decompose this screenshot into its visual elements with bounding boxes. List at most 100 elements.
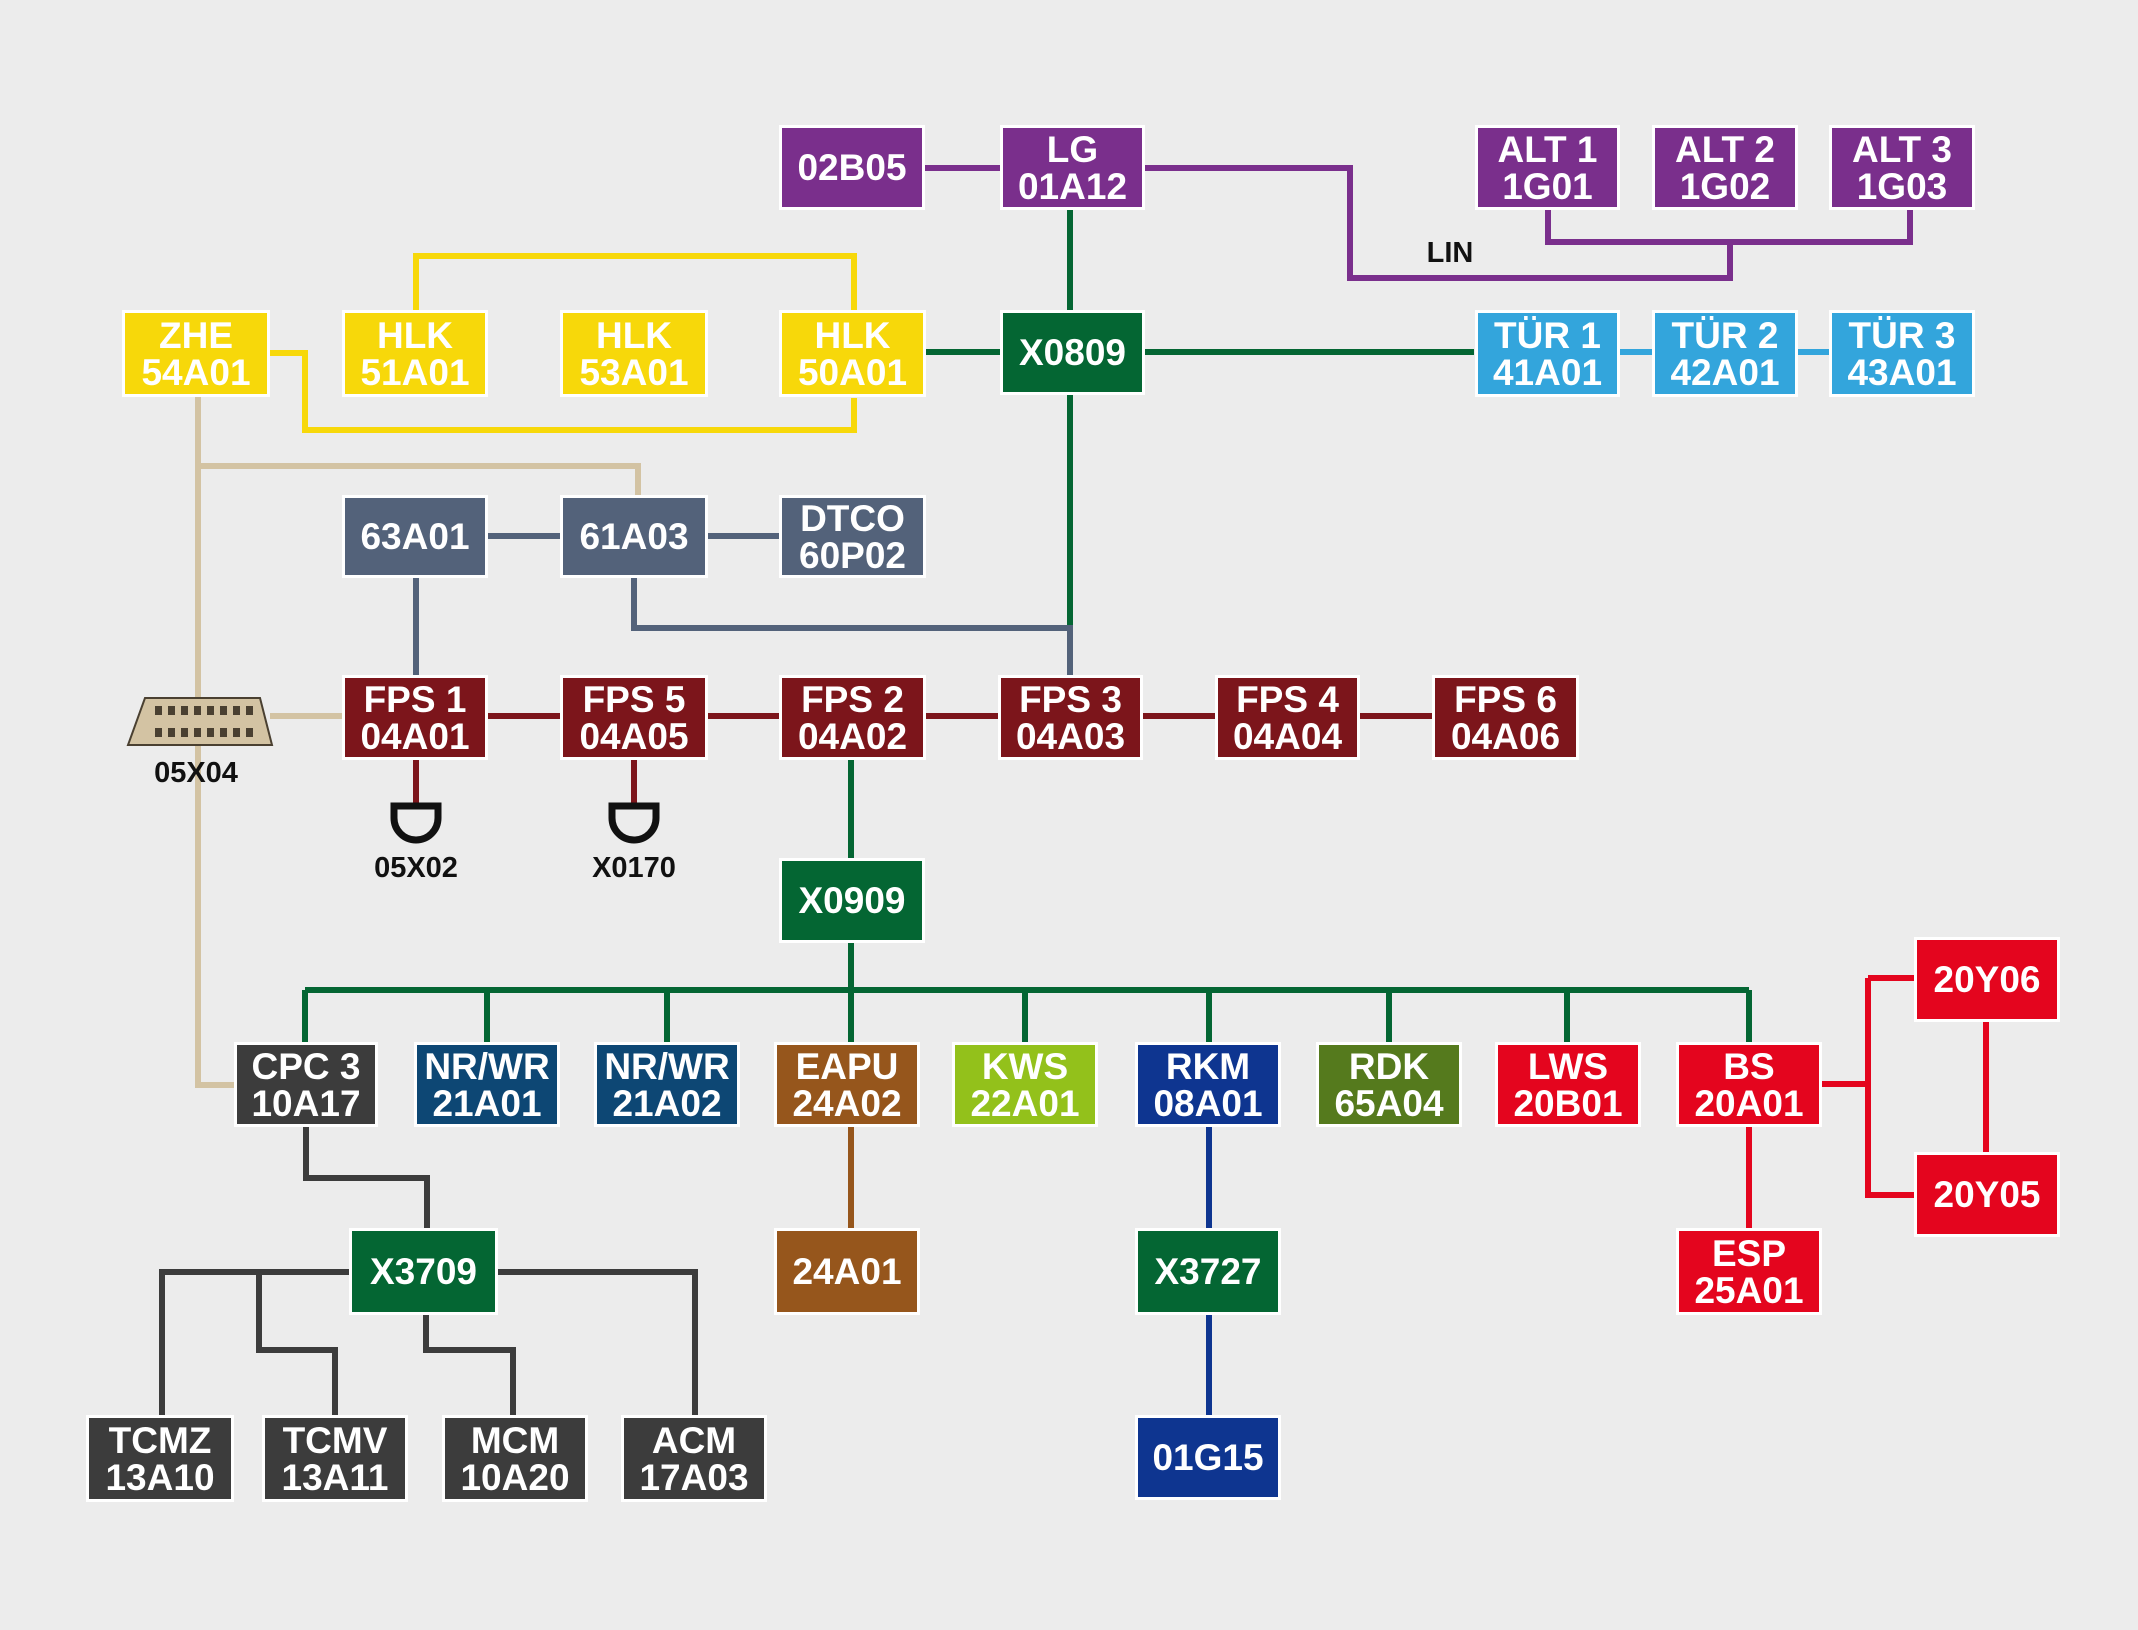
node-label-line1: HLK	[595, 314, 673, 356]
node-label-line2: 20B01	[1513, 1082, 1623, 1124]
node-label-line2: 53A01	[579, 351, 689, 393]
node-20y05: 20Y05	[1914, 1152, 2060, 1237]
node-label-line2: 65A04	[1334, 1082, 1444, 1124]
wire-red	[1746, 975, 1989, 1230]
node-x3727: X3727	[1135, 1228, 1281, 1315]
node-label-line1: BS	[1723, 1045, 1775, 1087]
node-label-line2: 04A03	[1015, 715, 1126, 757]
node-label-line2: 08A01	[1153, 1082, 1263, 1124]
node-label-line2: 10A20	[460, 1456, 570, 1498]
node-02b05: 02B05	[779, 125, 925, 210]
node-61a03: 61A03	[560, 495, 708, 578]
node-label-line1: NR/WR	[424, 1045, 550, 1087]
node-label-line2: 04A05	[579, 715, 689, 757]
node-label-line1: X0909	[798, 880, 906, 921]
node-label-line2: 21A01	[432, 1082, 542, 1124]
node-label-line1: FPS 1	[363, 678, 467, 720]
node-label-line1: TCMV	[282, 1419, 388, 1461]
node-label-line1: KWS	[981, 1045, 1069, 1087]
node-label-line2: 54A01	[141, 351, 251, 393]
node-label-line1: ALT 3	[1851, 128, 1953, 170]
node-label-line1: FPS 3	[1019, 678, 1122, 720]
node-label-line1: FPS 4	[1236, 678, 1339, 720]
node-label-line1: TCMZ	[108, 1419, 212, 1461]
node-label-line2: 01A12	[1017, 165, 1128, 207]
obd-connector-label: 05X04	[154, 757, 238, 789]
node-label-line1: ESP	[1711, 1232, 1787, 1274]
node-label-line1: RDK	[1348, 1045, 1430, 1087]
wire-darkred	[413, 713, 1432, 810]
node-01g15: 01G15	[1135, 1415, 1281, 1500]
node-label-line1: ZHE	[159, 314, 233, 356]
node-label-line1: ALT 2	[1674, 128, 1776, 170]
node-label-line2: 04A01	[360, 715, 470, 757]
node-label-line1: 20Y06	[1933, 959, 2041, 1000]
node-label-line1: EAPU	[795, 1045, 899, 1087]
node-label-line2: 04A04	[1232, 715, 1343, 757]
node-label-line1: NR/WR	[604, 1045, 730, 1087]
node-label-line2: 60P02	[799, 534, 906, 576]
wire-purple	[925, 165, 1913, 281]
node-label-line1: TÜR 3	[1848, 314, 1956, 356]
node-label-line1: 61A03	[579, 516, 689, 557]
terminator-05X02-icon	[390, 802, 442, 844]
terminator-X0170-icon	[608, 802, 660, 844]
node-label-line1: ALT 1	[1497, 128, 1598, 170]
node-label-line2: 13A11	[281, 1456, 389, 1498]
wire-yellow	[270, 253, 857, 433]
node-label-line1: TÜR 1	[1494, 314, 1601, 356]
node-label-line2: 21A02	[612, 1082, 722, 1124]
node-label-line1: 24A01	[792, 1251, 902, 1292]
node-label-line1: FPS 2	[801, 678, 904, 720]
node-label-line1: FPS 6	[1454, 678, 1557, 720]
wire-slate	[413, 533, 1073, 676]
node-label-line2: 41A01	[1492, 351, 1603, 393]
node-label-line1: MCM	[470, 1419, 560, 1461]
node-label-line1: 02B05	[797, 147, 907, 188]
node-label-line2: 22A01	[970, 1082, 1080, 1124]
node-label-line1: ACM	[651, 1419, 737, 1461]
wire-tan	[195, 395, 641, 1088]
node-label-line2: 25A01	[1694, 1269, 1804, 1311]
node-63a01: 63A01	[342, 495, 488, 578]
node-label-line1: LWS	[1527, 1045, 1609, 1087]
node-label-line2: 43A01	[1847, 351, 1957, 393]
wire-dark	[159, 1125, 698, 1415]
wire-green	[302, 210, 1752, 1042]
node-24a01: 24A01	[774, 1228, 920, 1315]
node-label-line1: FPS 5	[582, 678, 686, 720]
node-label-line2: 1G03	[1856, 165, 1948, 207]
node-x3709: X3709	[349, 1228, 498, 1315]
node-label-line2: 1G01	[1502, 165, 1593, 207]
node-label-line2: 04A02	[797, 715, 908, 757]
node-label-line1: 01G15	[1152, 1437, 1264, 1478]
node-label-line1: X0809	[1019, 332, 1126, 373]
node-label-line1: HLK	[376, 314, 454, 356]
node-label-line2: 42A01	[1670, 351, 1780, 393]
node-label-line1: HLK	[814, 314, 891, 356]
node-label-line2: 50A01	[797, 351, 908, 393]
node-label-line2: 04A06	[1450, 715, 1561, 757]
